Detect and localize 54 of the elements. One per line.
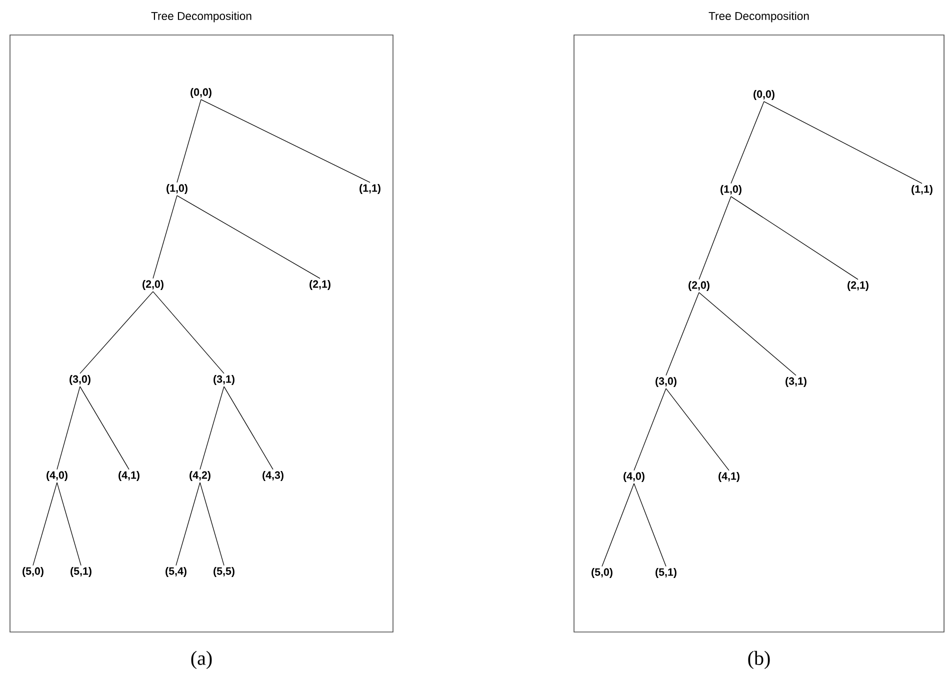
tree-node-label: (5,4) <box>166 567 186 577</box>
tree-edge <box>634 388 666 471</box>
tree-node-label: (2,1) <box>848 281 868 291</box>
tree-node-label: (1,0) <box>166 184 188 194</box>
tree-node-label: (5,1) <box>70 567 92 577</box>
tree-node-label: (5,5) <box>214 567 234 577</box>
tree-edge <box>764 101 922 184</box>
tree-node-label: (4,0) <box>624 472 644 482</box>
panel-caption: (b) <box>748 650 770 670</box>
tree-node-label: (2,1) <box>310 280 330 290</box>
tree-node-label: (2,0) <box>688 281 710 291</box>
tree-node-label: (4,0) <box>46 471 68 481</box>
tree-edge <box>176 99 202 183</box>
tree-edge <box>730 196 858 280</box>
tree-node-label: (1,1) <box>360 184 380 194</box>
tree-edge <box>176 195 320 279</box>
tree-node-label: (4,1) <box>718 472 740 482</box>
tree-edge <box>666 292 700 376</box>
tree-edge <box>634 483 666 567</box>
tree-node-label: (4,1) <box>118 471 140 481</box>
tree-edge <box>152 195 178 279</box>
tree-node-label: (2,0) <box>142 280 164 290</box>
tree-node-label: (1,0) <box>720 185 742 195</box>
tree-edge <box>730 101 764 184</box>
tree-node-label: (4,2) <box>190 471 210 481</box>
tree-edge <box>32 482 58 566</box>
tree-node-label: (3,0) <box>70 375 90 385</box>
panel-caption: (a) <box>191 650 212 670</box>
tree-node-label: (5,1) <box>656 568 676 578</box>
tree-edge <box>56 482 82 566</box>
tree-node-label: (3,0) <box>656 377 676 387</box>
tree-node-label: (0,0) <box>190 88 212 98</box>
tree-node-label: (5,0) <box>592 568 612 578</box>
tree-edge <box>176 482 200 566</box>
tree-node-label: (1,1) <box>912 185 932 195</box>
tree-edge <box>200 386 224 470</box>
tree-edge <box>200 482 224 566</box>
tree-edge <box>602 483 634 567</box>
panel-title: Tree Decomposition <box>708 12 809 22</box>
tree-edge <box>666 388 730 471</box>
tree-edge <box>224 386 274 470</box>
tree-edge <box>152 291 224 374</box>
tree-edge <box>698 196 732 280</box>
tree-node-label: (5,0) <box>22 567 44 577</box>
tree-edge <box>200 99 370 183</box>
tree-edge <box>56 386 80 470</box>
tree-node-label: (3,1) <box>786 377 806 387</box>
panel-title: Tree Decomposition <box>151 12 252 22</box>
tree-edge <box>698 292 796 376</box>
tree-edge <box>80 386 130 470</box>
tree-node-label: (4,3) <box>262 471 284 481</box>
tree-node-label: (0,0) <box>754 90 774 100</box>
tree-node-label: (3,1) <box>214 375 234 385</box>
tree-edge <box>80 291 154 374</box>
